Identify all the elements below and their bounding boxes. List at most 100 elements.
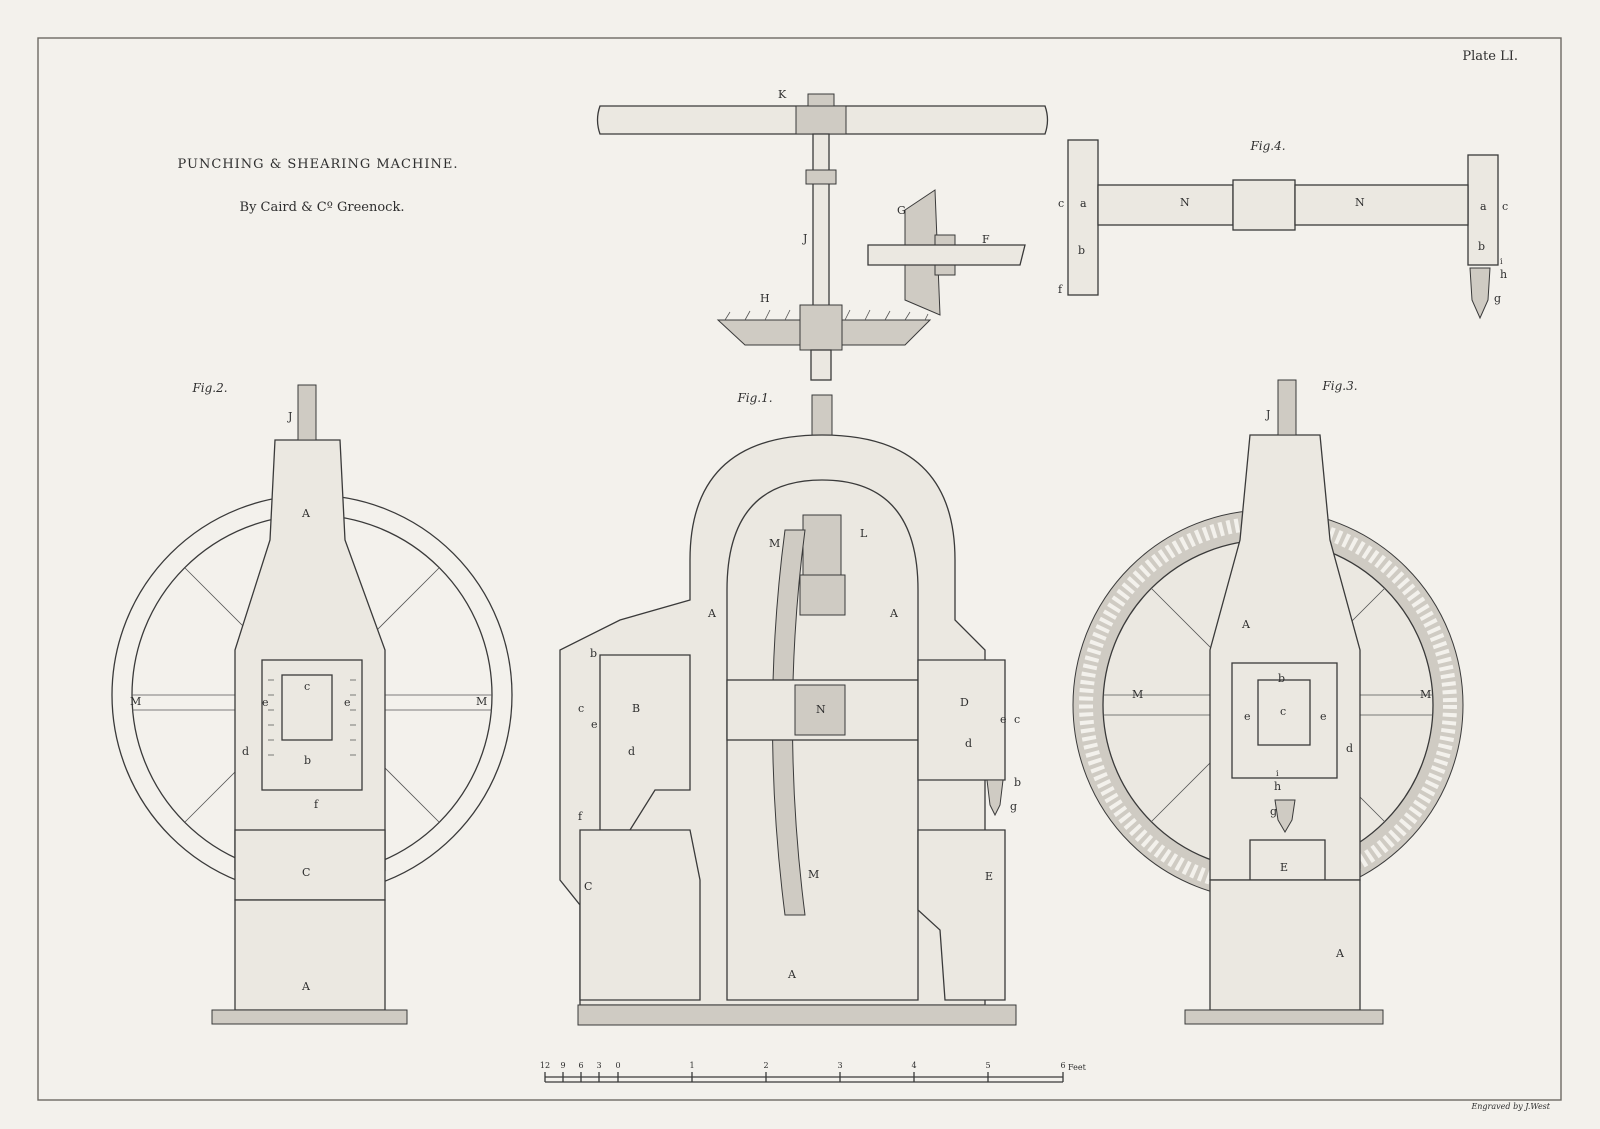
fig3-label-i: i: [1276, 769, 1279, 778]
fig2-frame-a: [234, 439, 386, 871]
scale-tick-label: 1: [689, 1061, 694, 1070]
fig3-label-e-right: e: [1320, 710, 1327, 723]
fig3-label-E: E: [1280, 861, 1288, 874]
fig3-caption: Fig.3.: [1321, 379, 1357, 393]
fig1-label-A-base: A: [787, 968, 797, 981]
fig1-punch-bed-e: [917, 829, 1006, 1001]
fig2-label-e-left: e: [262, 696, 269, 709]
fig4-label-c-left: c: [1058, 197, 1064, 210]
fig4-label-b-right: b: [1478, 240, 1485, 253]
fig3-label-h: h: [1274, 780, 1281, 793]
scale-tick-label: 6: [578, 1061, 583, 1070]
fig1-punch-g: [986, 779, 1004, 817]
scale-tick-label: 4: [911, 1061, 916, 1070]
shaft-f: [867, 244, 1026, 266]
fig1-label-M-top: M: [769, 537, 780, 550]
scale-tick-label: 6: [1060, 1061, 1065, 1070]
fig2-label-c: c: [304, 680, 310, 693]
fig1-label-E: E: [985, 870, 993, 883]
fig1-label-B: B: [632, 702, 640, 715]
scale-tick-label: 3: [837, 1061, 842, 1070]
fig2-label-e-right: e: [344, 696, 351, 709]
fig1-label-e-left: e: [591, 718, 598, 731]
fig3-slide-c: [1257, 679, 1311, 746]
label-J-top: J: [802, 232, 807, 245]
fig2-base-plate: [211, 1009, 408, 1025]
fig4-label-a-right: a: [1480, 200, 1487, 213]
fig3-end-elevation: Fig.3. J A M M b c e e d i h g E A: [1072, 379, 1464, 1025]
fig2-label-C: C: [302, 866, 310, 879]
fig1-housing-d: [917, 659, 1006, 781]
fig4-label-f: f: [1058, 283, 1063, 296]
fig3-label-g: g: [1270, 805, 1277, 818]
fig4-shaft-detail: Fig.4. a c b f N N a c b i h g: [1058, 139, 1508, 320]
fig1-shear-c: [579, 829, 701, 1001]
gear-h-hub: [799, 304, 843, 351]
fig2-label-f: f: [314, 798, 319, 811]
fig2-label-A-base: A: [301, 980, 311, 993]
fig1-label-A-left: A: [707, 607, 717, 620]
fig1-label-D: D: [960, 696, 969, 709]
fig4-punch-g: [1469, 267, 1491, 320]
fig1-pinion-l: [802, 514, 842, 576]
fig2-label-M-right: M: [476, 695, 487, 708]
fig1-label-b-right: b: [1014, 776, 1021, 789]
fig3-shaft-j: [1277, 379, 1297, 436]
fig1-label-C: C: [584, 880, 592, 893]
scale-tick-label: 12: [540, 1061, 550, 1070]
fig4-shaft-boss: [1232, 179, 1296, 231]
fig2-label-d: d: [242, 745, 249, 758]
fig2-bolts-left: [268, 679, 274, 756]
fig1-label-N: N: [816, 703, 826, 716]
fig2-label-b: b: [304, 754, 311, 767]
fig4-label-h: h: [1500, 268, 1507, 281]
fig4-shaft-n-right: [1294, 184, 1469, 226]
fig2-shaft-j: [297, 384, 317, 441]
fig1-label-b-left: b: [590, 647, 597, 660]
scale-tick-label: 5: [985, 1061, 990, 1070]
fig2-label-A-top: A: [301, 507, 311, 520]
engraver-credit: Engraved by J.West: [1470, 1102, 1550, 1111]
fig1-label-g: g: [1010, 800, 1017, 813]
fig3-label-b: b: [1278, 672, 1285, 685]
fig1-shaft-n-boss: [794, 684, 846, 736]
label-H: H: [760, 292, 770, 305]
plate-border: [37, 37, 1562, 1101]
fig4-label-N-right: N: [1355, 196, 1365, 209]
fig3-label-M-left: M: [1132, 688, 1143, 701]
fig2-slide-c: [281, 674, 333, 741]
fig3-label-c: c: [1280, 705, 1286, 718]
fig1-front-elevation: Fig.1. A A M L N M B D C E A b c e d f d…: [559, 391, 1021, 1026]
fig2-block-c: [234, 829, 386, 901]
fig4-label-b-left: b: [1078, 244, 1085, 257]
fig1-base-plate: [577, 1004, 1017, 1026]
plate-title: PUNCHING & SHEARING MACHINE.: [178, 157, 459, 172]
fig4-left-end-block: [1067, 139, 1099, 296]
scale-unit: Feet: [1068, 1063, 1087, 1072]
scale-tick-label: 2: [763, 1061, 768, 1070]
fig4-label-c-right: c: [1502, 200, 1508, 213]
label-F: F: [982, 233, 990, 246]
fig2-side-elevation: Fig.2. J A M M c e e b d f C A: [111, 381, 513, 1025]
fig4-label-N-left: N: [1180, 196, 1190, 209]
fig4-label-a-left: a: [1080, 197, 1087, 210]
bevel-gear-h-teeth: [724, 309, 929, 321]
fig4-label-i: i: [1500, 257, 1503, 266]
fig3-label-A-base: A: [1335, 947, 1345, 960]
label-G: G: [897, 204, 906, 217]
fig3-label-A-top: A: [1241, 618, 1251, 631]
fig1-label-f: f: [578, 810, 583, 823]
fig1-crank-block: [799, 574, 846, 616]
fig3-label-J: J: [1265, 408, 1270, 421]
fig3-label-M-right: M: [1420, 688, 1431, 701]
scale-tick-label: 9: [560, 1061, 565, 1070]
fig2-base-a: [234, 899, 386, 1011]
fig3-bolster-e: [1249, 839, 1326, 881]
fig2-label-J: J: [287, 410, 292, 423]
fig1-label-d-left: d: [628, 745, 635, 758]
fig2-label-M-left: M: [130, 695, 141, 708]
top-gearing-assembly: K J G F H: [596, 88, 1049, 381]
